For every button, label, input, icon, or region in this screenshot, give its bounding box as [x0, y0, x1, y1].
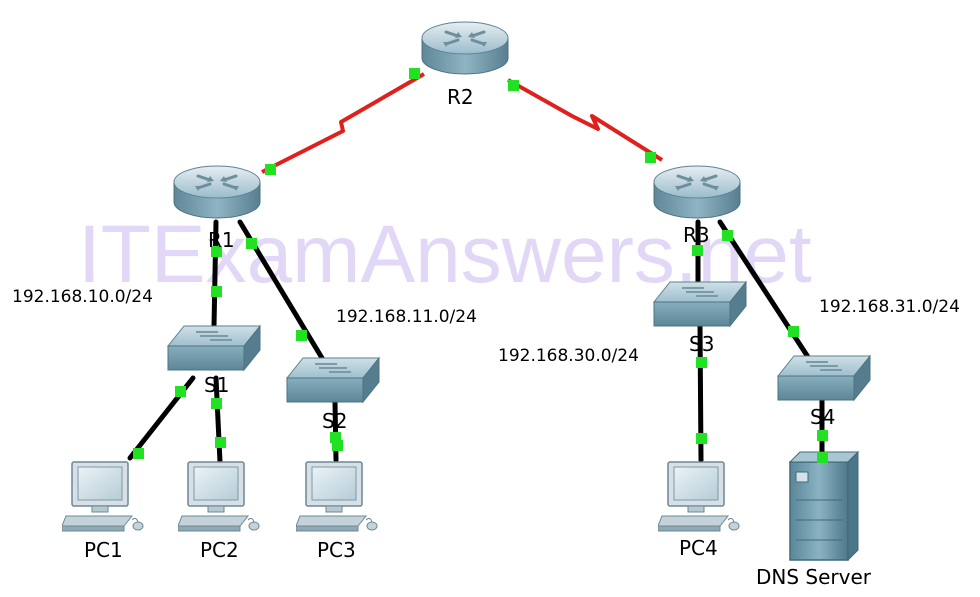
dns-server[interactable] — [788, 450, 860, 562]
serial-link-r1-r2 — [261, 72, 426, 174]
pc-pc3[interactable] — [296, 461, 378, 532]
port-indicator — [817, 452, 828, 463]
network-label-30: 192.168.30.0/24 — [498, 346, 639, 366]
router-r2[interactable] — [420, 20, 510, 76]
port-indicator — [211, 286, 222, 297]
port-indicator — [696, 357, 707, 368]
port-indicator — [508, 80, 519, 91]
port-indicator — [696, 433, 707, 444]
port-indicator — [175, 386, 186, 397]
switch-s2[interactable] — [286, 357, 380, 403]
port-indicator — [692, 245, 703, 256]
port-indicators — [133, 68, 828, 463]
port-indicator — [215, 437, 226, 448]
pc-pc1[interactable] — [62, 461, 144, 532]
label-s2: S2 — [322, 409, 347, 433]
port-indicator — [409, 68, 420, 79]
port-indicator — [265, 164, 276, 175]
serial-links — [261, 72, 664, 174]
label-s3: S3 — [689, 332, 714, 356]
port-indicator — [211, 246, 222, 257]
port-indicator — [246, 238, 257, 249]
pc-pc2[interactable] — [178, 461, 260, 532]
network-label-10: 192.168.10.0/24 — [12, 287, 153, 307]
label-r3: R3 — [683, 223, 710, 247]
switch-s3[interactable] — [653, 281, 747, 327]
label-r2: R2 — [447, 85, 474, 109]
label-pc4: PC4 — [679, 536, 718, 560]
pc-pc4[interactable] — [658, 461, 740, 532]
port-indicator — [817, 430, 828, 441]
serial-link-r2-r3 — [507, 78, 664, 162]
port-indicator — [645, 152, 656, 163]
network-label-31: 192.168.31.0/24 — [819, 297, 960, 317]
network-label-11: 192.168.11.0/24 — [336, 307, 477, 327]
port-indicator — [332, 440, 343, 451]
router-r1[interactable] — [172, 164, 262, 220]
port-indicator — [722, 230, 733, 241]
label-s1: S1 — [204, 373, 229, 397]
router-r3[interactable] — [652, 164, 742, 220]
port-indicator — [296, 330, 307, 341]
label-pc1: PC1 — [84, 538, 123, 562]
port-indicator — [211, 398, 222, 409]
port-indicator — [788, 326, 799, 337]
label-pc2: PC2 — [200, 538, 239, 562]
port-indicator — [330, 432, 341, 443]
switch-s1[interactable] — [167, 325, 261, 371]
label-pc3: PC3 — [317, 538, 356, 562]
switch-s4[interactable] — [777, 355, 871, 401]
port-indicator — [133, 448, 144, 459]
label-r1: R1 — [208, 228, 235, 252]
link-r1-s1 — [211, 219, 219, 329]
label-s4: S4 — [810, 405, 835, 429]
label-dns-server: DNS Server — [756, 565, 872, 589]
